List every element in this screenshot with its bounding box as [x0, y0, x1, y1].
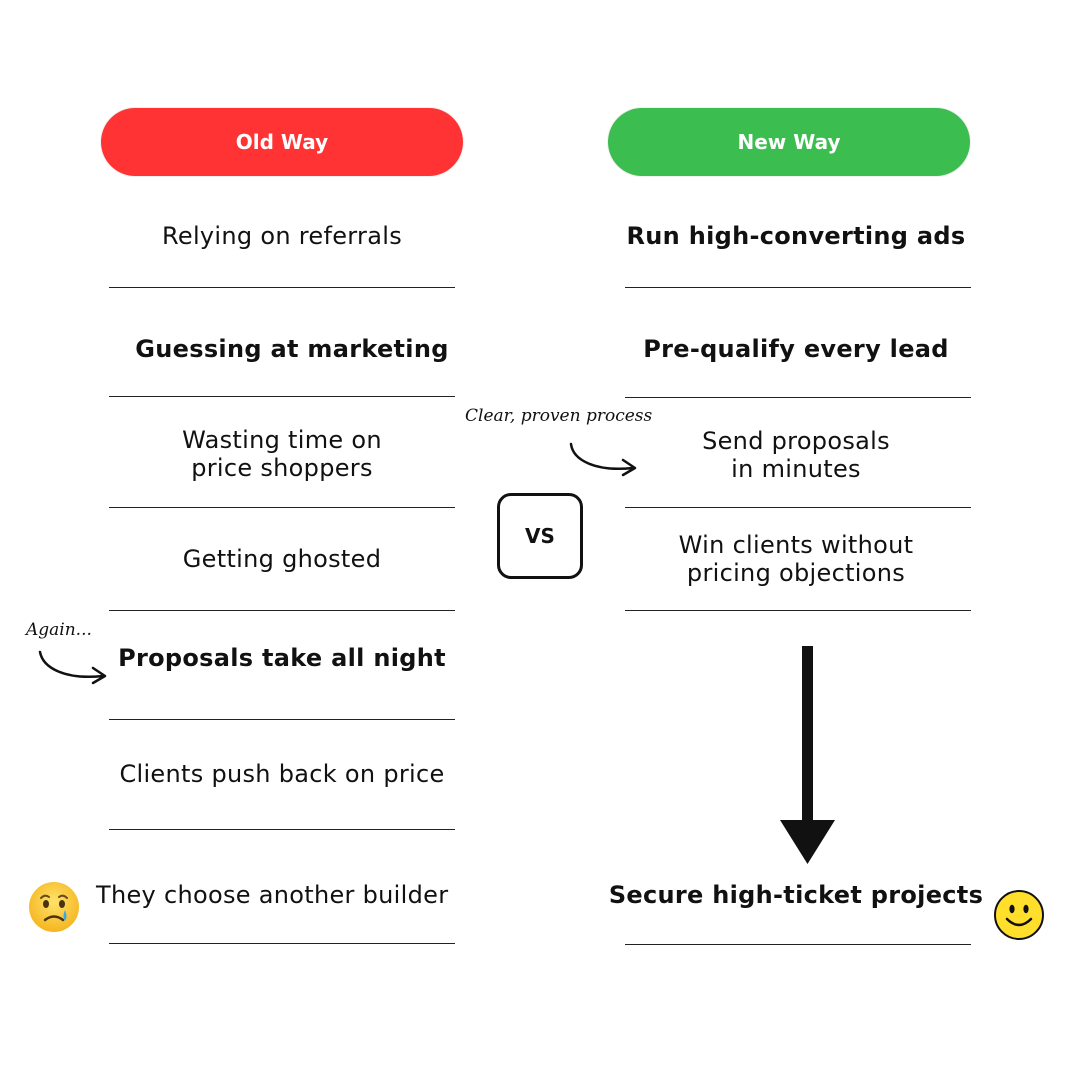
old-way-item-another-builder: They choose another builder [96, 881, 449, 909]
divider [625, 610, 971, 611]
old-way-item-ghosted: Getting ghosted [182, 545, 382, 573]
divider [625, 397, 971, 398]
annotation-clear-process: Clear, proven process [465, 406, 653, 426]
old-way-item-price-shoppers: Wasting time on price shoppers [182, 426, 382, 482]
divider [109, 287, 455, 288]
old-way-item-push-back: Clients push back on price [119, 760, 445, 788]
crying-face-icon [29, 882, 79, 932]
divider [109, 719, 455, 720]
old-way-item-referrals: Relying on referrals [161, 222, 402, 250]
divider [109, 610, 455, 611]
down-arrow-icon [780, 646, 835, 864]
new-way-item-ads: Run high-converting ads [626, 222, 966, 250]
curved-arrow-icon [38, 650, 107, 685]
divider [625, 287, 971, 288]
old-way-item-proposals-night: Proposals take all night [118, 644, 446, 672]
old-way-item-guessing: Guessing at marketing [135, 335, 449, 363]
divider [109, 396, 455, 397]
curved-arrow-icon [569, 442, 637, 477]
divider [109, 829, 455, 830]
new-way-item-high-ticket: Secure high-ticket projects [608, 881, 984, 909]
smiley-face-icon [994, 890, 1044, 940]
new-way-header: New Way [608, 108, 970, 176]
annotation-again: Again... [26, 620, 92, 640]
vs-badge: VS [497, 493, 583, 579]
divider [625, 944, 971, 945]
divider [109, 507, 455, 508]
new-way-item-win-clients: Win clients without pricing objections [678, 531, 914, 587]
old-way-header: Old Way [101, 108, 463, 176]
new-way-item-proposals-minutes: Send proposals in minutes [702, 427, 890, 483]
new-way-item-pre-qualify: Pre-qualify every lead [643, 335, 949, 363]
divider [625, 507, 971, 508]
divider [109, 943, 455, 944]
